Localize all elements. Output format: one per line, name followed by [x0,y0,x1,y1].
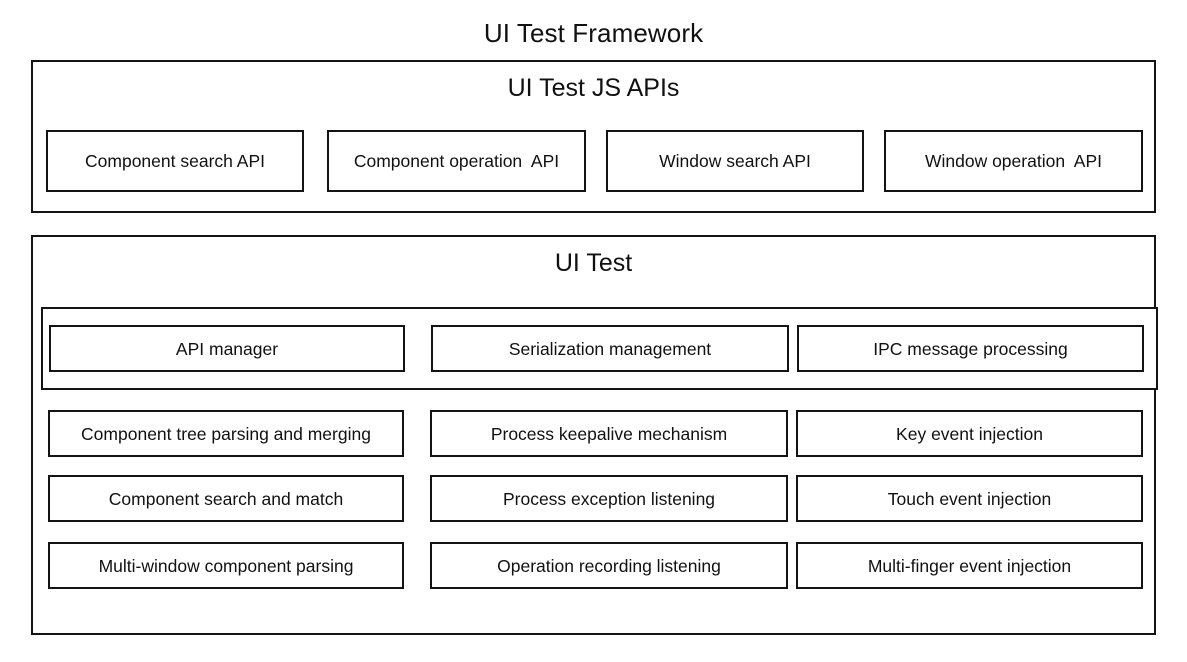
api-box-window-search: Window search API [606,130,864,192]
module-box-ipc-message-processing: IPC message processing [797,325,1144,372]
module-box-api-manager: API manager [49,325,405,372]
module-box-multi-window-component-parsing: Multi-window component parsing [48,542,404,589]
module-box-serialization-management: Serialization management [431,325,789,372]
module-box-multi-finger-event-injection: Multi-finger event injection [796,542,1143,589]
api-box-component-search: Component search API [46,130,304,192]
module-box-operation-recording-listening: Operation recording listening [430,542,788,589]
module-row-4: Multi-window component parsing Operation… [48,542,1143,589]
module-box-touch-event-injection: Touch event injection [796,475,1143,522]
module-box-component-search-and-match: Component search and match [48,475,404,522]
module-row-2: Component tree parsing and merging Proce… [48,410,1143,457]
module-box-process-exception-listening: Process exception listening [430,475,788,522]
section-ui-test-js-apis: UI Test JS APIs Component search API Com… [31,60,1156,213]
diagram-title: UI Test Framework [483,18,704,48]
module-box-key-event-injection: Key event injection [796,410,1143,457]
section-ui-test: UI Test API manager Serialization manage… [31,235,1158,635]
module-box-process-keepalive-mechanism: Process keepalive mechanism [430,410,788,457]
section-title-ui-test-js-apis: UI Test JS APIs [507,74,680,102]
module-row-core: API manager Serialization management IPC… [49,325,1144,372]
section-title-ui-test: UI Test [554,249,633,277]
api-box-component-operation: Component operation API [327,130,586,192]
module-row-3: Component search and match Process excep… [48,475,1143,522]
api-box-window-operation: Window operation API [884,130,1143,192]
js-api-box-row: Component search API Component operation… [46,130,1143,192]
core-module-group: API manager Serialization management IPC… [41,307,1158,390]
module-box-component-tree-parsing-and-merging: Component tree parsing and merging [48,410,404,457]
